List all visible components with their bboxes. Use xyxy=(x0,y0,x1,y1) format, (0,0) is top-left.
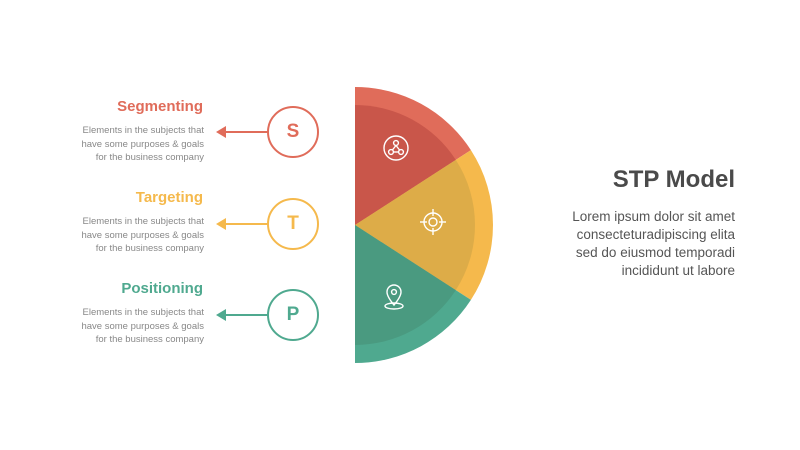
inner-wedge-positioning xyxy=(355,225,456,345)
positioning-desc-line-2: have some purposes & goals xyxy=(81,320,204,332)
stp-model-description-line-2: consecteturadipiscing elita xyxy=(576,227,735,242)
targeting-arrow-line xyxy=(224,223,268,225)
inner-wedge-targeting xyxy=(355,159,475,291)
targeting-description: Elements in the subjects that have some … xyxy=(64,215,204,256)
stp-model-description-line-3: sed do eiusmod temporadi xyxy=(575,245,735,260)
segmenting-desc-line-3: for the business company xyxy=(95,152,204,163)
positioning-arrow-line xyxy=(224,314,268,316)
segmenting-arrowhead xyxy=(216,126,226,138)
segmenting-desc-line-2: have some purposes & goals xyxy=(81,138,204,150)
target-crosshair-icon xyxy=(420,209,446,235)
stp-model-description: Lorem ipsum dolor sit amet consecteturad… xyxy=(520,208,735,280)
positioning-desc-line-3: for the business company xyxy=(95,334,204,345)
targeting-title: Targeting xyxy=(135,189,203,206)
targeting-letter-badge: T xyxy=(267,198,319,250)
positioning-letter-badge: P xyxy=(267,289,319,341)
segmenting-arrow-line xyxy=(224,131,268,133)
targeting-desc-line-3: for the business company xyxy=(95,243,204,254)
stp-model-title: STP Model xyxy=(612,166,735,193)
targeting-desc-line-2: have some purposes & goals xyxy=(81,229,204,241)
positioning-desc-line-1: Elements in the subjects that xyxy=(82,307,204,318)
positioning-description: Elements in the subjects that have some … xyxy=(64,306,204,347)
stp-model-description-line-1: Lorem ipsum dolor sit amet xyxy=(572,209,735,224)
targeting-arrow xyxy=(216,218,268,230)
targeting-desc-line-1: Elements in the subjects that xyxy=(82,216,204,227)
targeting-arrowhead xyxy=(216,218,226,230)
segmenting-arrow xyxy=(216,126,268,138)
segmenting-title: Segmenting xyxy=(117,98,203,115)
positioning-arrowhead xyxy=(216,309,226,321)
segmenting-desc-line-1: Elements in the subjects that xyxy=(82,125,204,136)
segmenting-letter-badge: S xyxy=(267,106,319,158)
stp-model-description-line-4: incididunt ut labore xyxy=(621,263,735,278)
location-pin-icon xyxy=(384,284,404,310)
positioning-title: Positioning xyxy=(121,280,203,297)
inner-wedge-segmenting xyxy=(355,105,456,225)
positioning-arrow xyxy=(216,309,268,321)
people-network-icon xyxy=(383,135,409,161)
inner-wedges xyxy=(355,105,475,345)
segmenting-description: Elements in the subjects that have some … xyxy=(64,124,204,165)
